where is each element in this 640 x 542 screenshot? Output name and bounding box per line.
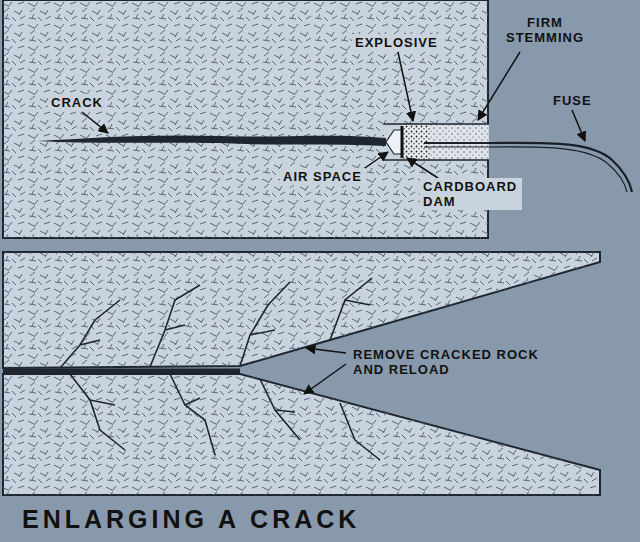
cardboard-dam	[401, 126, 404, 158]
caption: ENLARGING A CRACK	[22, 505, 360, 534]
crack	[38, 135, 386, 146]
leader-line	[82, 52, 585, 394]
cardboard-dam-label: CARDBOARD DAM	[420, 178, 522, 210]
explosive-label: EXPLOSIVE	[352, 34, 441, 51]
crack-label: CRACK	[48, 94, 106, 111]
stemming-label: FIRM STEMMING	[496, 14, 594, 46]
rock-block	[3, 0, 488, 238]
air-space-label: AIR SPACE	[280, 168, 365, 185]
air-space	[386, 130, 402, 154]
fracture-lines	[60, 278, 380, 460]
rock-block	[3, 252, 600, 495]
instruction-label: REMOVE CRACKED ROCK AND RELOAD	[350, 346, 556, 378]
crack	[3, 369, 240, 374]
fuse-label: FUSE	[550, 92, 595, 109]
